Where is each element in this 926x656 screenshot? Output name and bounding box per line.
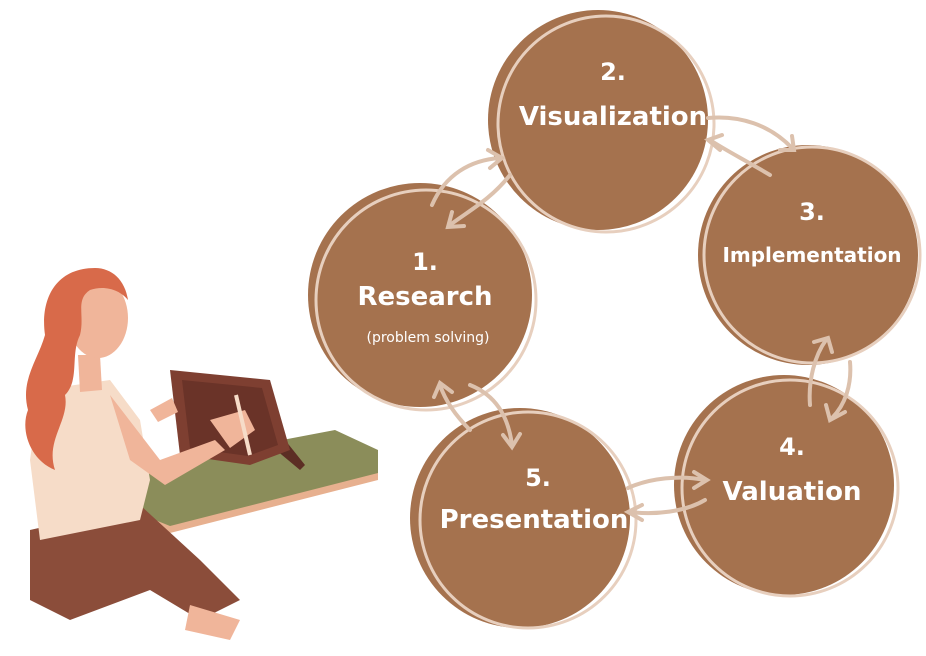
arrowhead-4-5: [623, 503, 644, 522]
step-2-number: 2.: [600, 58, 626, 86]
step-5-label: Presentation: [440, 505, 629, 535]
arrow-2-1: [448, 173, 512, 227]
arrowhead-5-4: [692, 470, 711, 490]
step-1: 1. Research (problem solving): [308, 183, 538, 412]
arrow-3-4: [830, 360, 853, 420]
step-1-sub: (problem solving): [367, 330, 490, 346]
step-5: 5. Presentation: [410, 408, 638, 630]
step-2-label: Visualization: [519, 102, 707, 132]
arrow-1-2: [430, 156, 502, 207]
arrowhead-3-4: [824, 403, 847, 423]
arrowhead-2-3: [778, 134, 797, 152]
face: [68, 278, 128, 358]
step-2: 2. Visualization: [488, 10, 716, 234]
arrowhead-4-3: [812, 335, 834, 354]
neck: [78, 355, 102, 392]
arrow-5-4: [626, 475, 707, 490]
pants: [30, 505, 240, 620]
arrowhead-5-1: [432, 379, 454, 399]
step-3-label: Implementation: [722, 243, 901, 267]
arrowhead-1-2: [486, 148, 506, 170]
other-hand: [150, 398, 178, 422]
arrow-4-3: [807, 338, 828, 407]
step-3: 3. Implementation: [698, 145, 922, 365]
step-1-number: 1.: [412, 248, 438, 276]
hair: [25, 268, 128, 470]
step-5-number: 5.: [525, 464, 551, 492]
arm: [110, 395, 225, 485]
arrow-2-3: [706, 115, 794, 150]
arrows: [430, 115, 853, 522]
woman-illustration: [25, 268, 378, 640]
step-3-number: 3.: [799, 198, 825, 226]
foot: [185, 605, 240, 640]
arrow-5-1: [438, 383, 472, 432]
pencil: [234, 394, 252, 456]
arrow-1-5: [468, 383, 514, 447]
step-4-label: Valuation: [723, 477, 862, 507]
arrow-4-5: [628, 498, 707, 516]
desk: [125, 430, 378, 528]
arrowhead-2-1: [445, 210, 466, 230]
step-4: 4. Valuation: [674, 375, 900, 598]
arrowhead-1-5: [501, 432, 522, 451]
step-4-number: 4.: [779, 433, 805, 461]
step-1-label: Research: [357, 282, 492, 312]
arrowhead-3-2: [704, 133, 724, 152]
